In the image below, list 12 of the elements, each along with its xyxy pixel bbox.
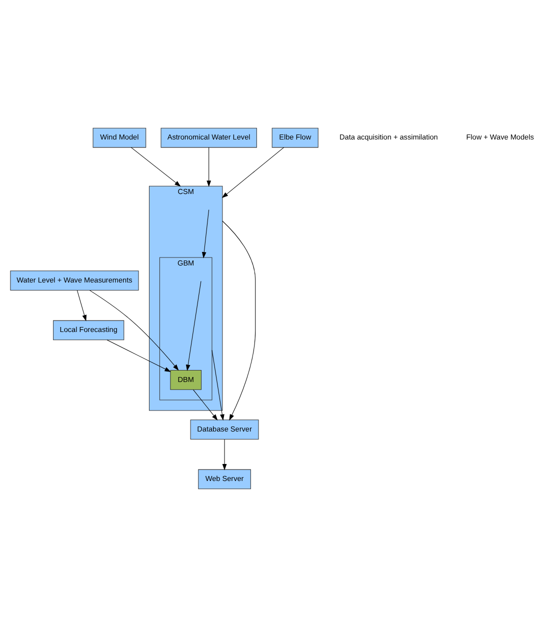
arrow <box>202 209 210 258</box>
arrow <box>186 280 202 372</box>
arrow <box>206 147 212 187</box>
arrow <box>106 340 171 372</box>
arrow <box>222 220 256 421</box>
arrow <box>89 290 179 371</box>
arrow <box>222 147 284 198</box>
arrow <box>193 390 218 420</box>
arrow <box>222 439 227 470</box>
arrow <box>76 290 87 322</box>
arrow <box>212 350 224 421</box>
arrow <box>130 147 181 187</box>
